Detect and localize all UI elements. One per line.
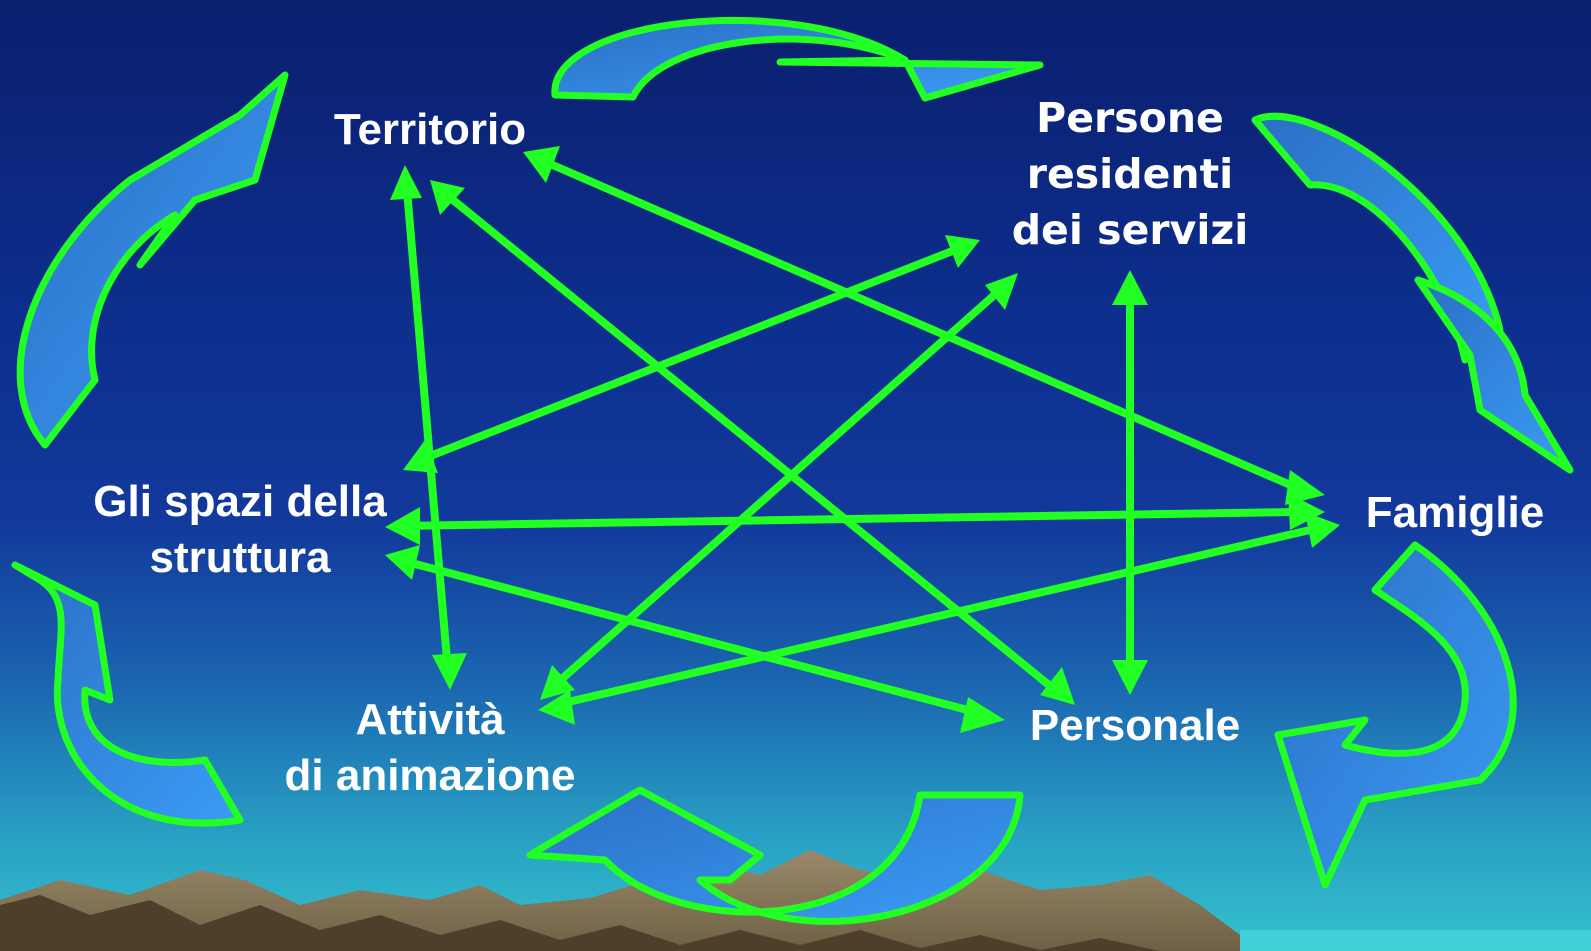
node-personale: Personale — [1029, 701, 1241, 750]
arrowhead — [1112, 660, 1148, 695]
arrowhead — [1305, 512, 1340, 548]
cycle-arrow-left — [16, 71, 289, 449]
cycle-arrow-bottom-left — [11, 561, 244, 827]
arrow-spazi-famiglie — [396, 508, 1299, 530]
arrowhead — [523, 146, 560, 183]
mountain-silhouette — [0, 850, 1591, 951]
arrow-heads — [385, 146, 1340, 733]
arrow-territorio-attivita — [403, 186, 451, 664]
arrowhead — [403, 440, 438, 473]
arrowhead — [385, 507, 420, 545]
arrow-attivita-persone — [551, 286, 1004, 689]
node-famiglie: Famiglie — [1365, 488, 1545, 537]
arrowhead — [430, 180, 465, 215]
arrowhead — [540, 665, 575, 700]
arrow-spazi-persone — [416, 246, 959, 464]
arrowhead — [1285, 470, 1325, 505]
arrow-spazi-personale — [396, 556, 979, 716]
arrowhead — [945, 235, 980, 268]
arrow-territorio-famiglie — [544, 159, 1299, 491]
arrowhead — [432, 653, 467, 690]
cycle-arrow-right-head — [1414, 276, 1574, 474]
arrowhead — [960, 697, 1005, 733]
cycle-arrow-right-bottom — [1274, 541, 1517, 889]
arrowhead — [1112, 270, 1148, 305]
arrow-territorio-personale — [443, 191, 1059, 694]
node-attivita-animazione: Attività di animazione — [284, 695, 576, 800]
arrowhead — [1040, 667, 1075, 705]
node-persone-residenti: Persone residenti dei servizi — [1011, 94, 1249, 254]
node-spazi-struttura: Gli spazi della struttura — [93, 477, 387, 582]
cycle-arrow-top — [551, 17, 1044, 102]
relationship-arrows — [396, 159, 1314, 716]
arrow-attivita-famiglie — [551, 526, 1314, 709]
arrowhead — [390, 165, 422, 200]
node-territorio: Territorio — [333, 105, 527, 154]
cycle-arrow-bottom — [526, 786, 1024, 925]
arrowhead — [385, 545, 420, 580]
arrowhead — [1288, 493, 1325, 530]
arrowhead — [985, 273, 1018, 310]
arrowhead — [538, 690, 575, 725]
